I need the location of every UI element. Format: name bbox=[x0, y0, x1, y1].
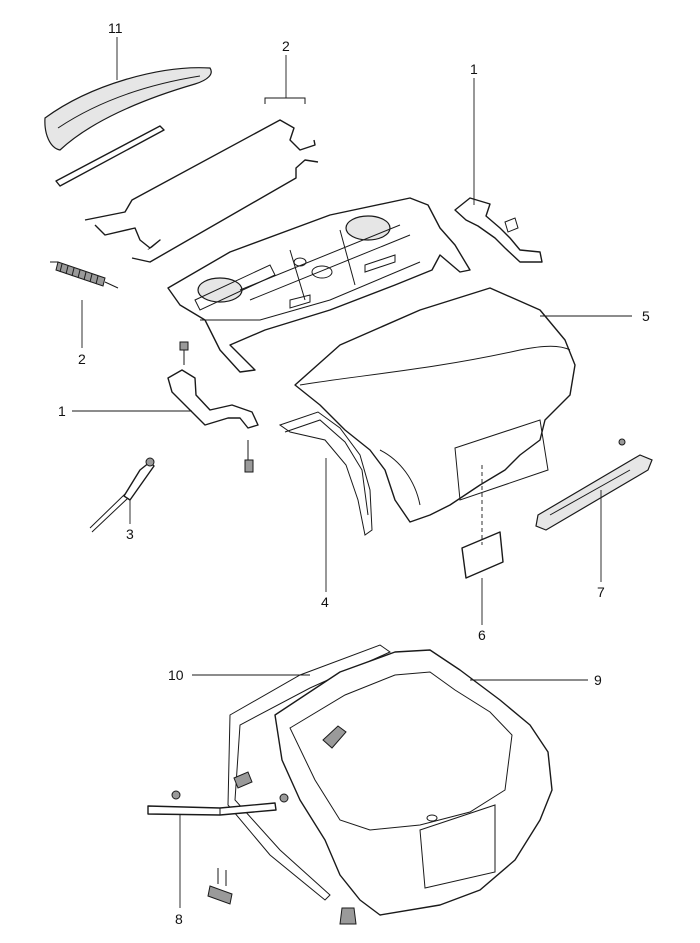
callout-6: 6 bbox=[478, 627, 486, 643]
trunk-lid-part bbox=[294, 287, 576, 523]
callout-1-right: 1 bbox=[470, 61, 478, 77]
stop-lamp-part bbox=[535, 438, 653, 531]
callout-7: 7 bbox=[597, 584, 605, 600]
callout-8: 8 bbox=[175, 911, 183, 927]
callout-5: 5 bbox=[642, 308, 650, 324]
hatchback-door-part bbox=[233, 649, 553, 925]
callout-11: 11 bbox=[108, 20, 123, 36]
gas-strut-part bbox=[89, 457, 155, 533]
callout-2-top: 2 bbox=[282, 38, 290, 54]
torsion-rod-part bbox=[84, 97, 319, 263]
callout-1-left: 1 bbox=[58, 403, 66, 419]
left-hinge-part bbox=[167, 341, 259, 473]
callout-numbers: 11 2 1 2 5 1 3 4 6 7 10 9 8 bbox=[58, 20, 650, 927]
license-plate-bracket-part bbox=[461, 465, 504, 579]
leader-lines bbox=[72, 37, 632, 908]
hatch-seal-part bbox=[227, 644, 392, 901]
spring-part bbox=[50, 261, 119, 289]
callout-9: 9 bbox=[594, 672, 602, 688]
hatch-strut-part bbox=[147, 790, 289, 905]
callout-2-left: 2 bbox=[78, 351, 86, 367]
right-hinge-part bbox=[454, 197, 543, 263]
callout-3: 3 bbox=[126, 526, 134, 542]
weatherstrip-part bbox=[278, 411, 373, 536]
rear-shelf-panel bbox=[167, 197, 471, 373]
callout-4: 4 bbox=[321, 594, 329, 610]
callout-10: 10 bbox=[168, 667, 184, 683]
rear-spoiler-part bbox=[44, 67, 212, 187]
